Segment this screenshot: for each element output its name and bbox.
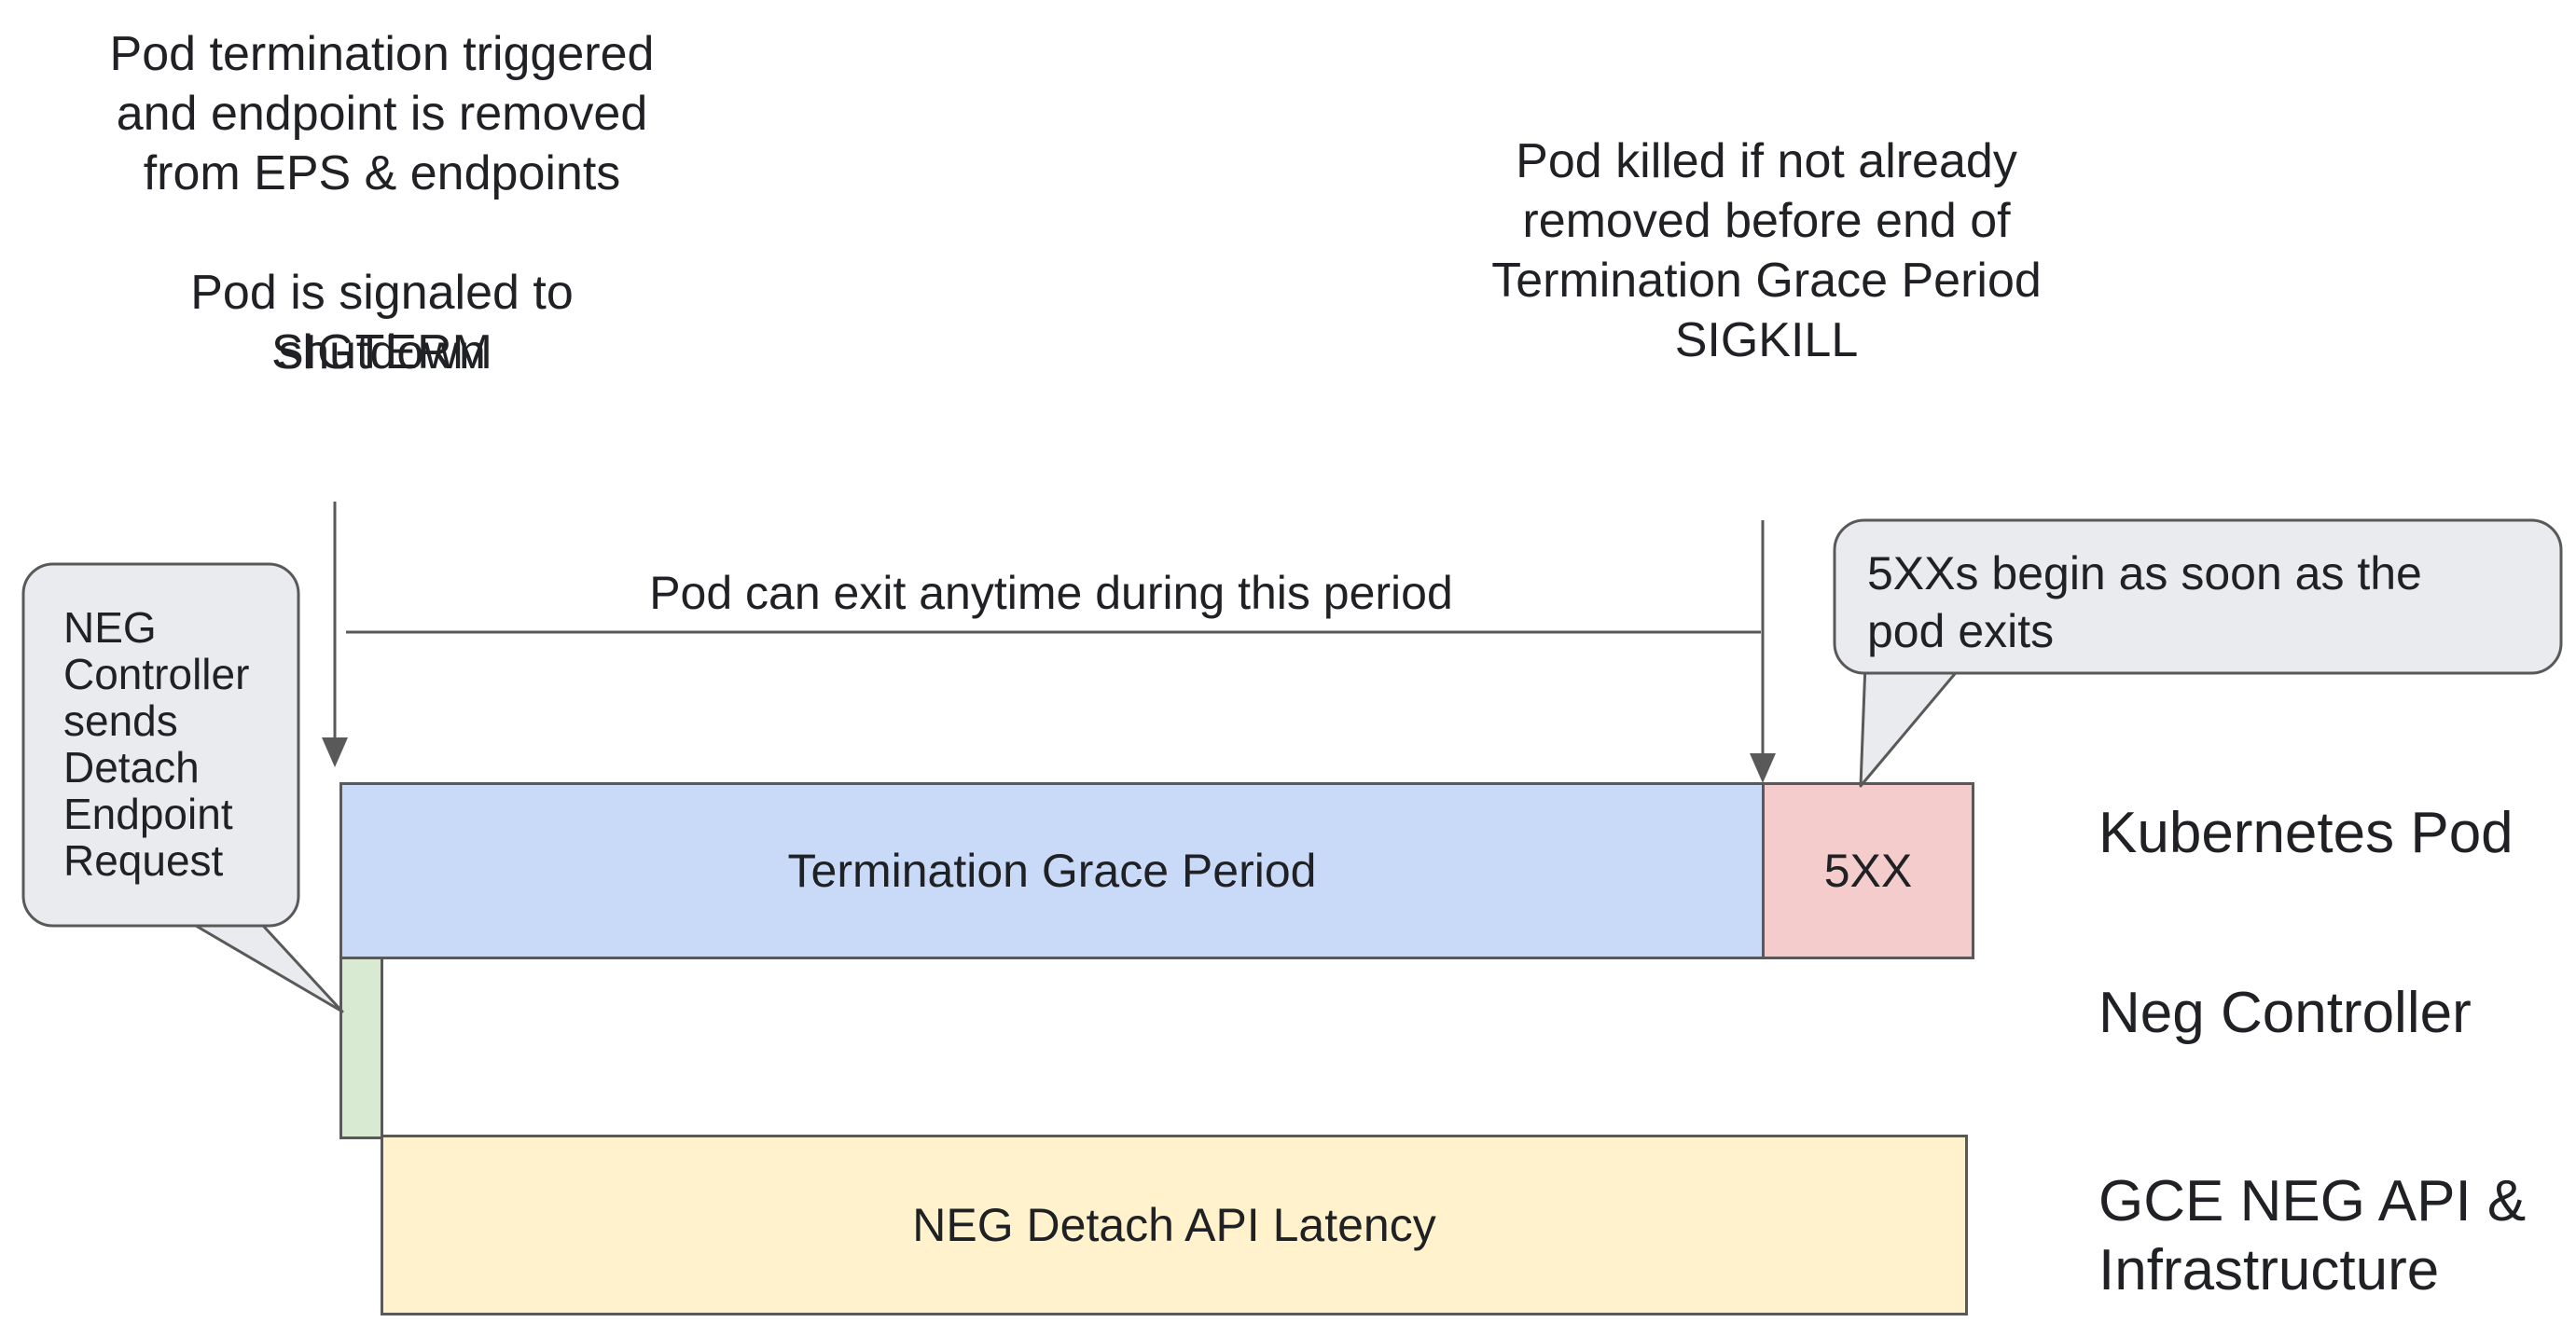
left-callout-tail bbox=[178, 915, 344, 1013]
note-pod-termination: Pod termination triggered and endpoint i… bbox=[81, 24, 683, 382]
sigterm-arrowhead-icon bbox=[322, 737, 348, 767]
bar-neg-detach-api-latency-label: NEG Detach API Latency bbox=[912, 1199, 1436, 1251]
bar-neg-detach-api-latency: NEG Detach API Latency bbox=[381, 1135, 1968, 1315]
note-line: Pod termination triggered bbox=[109, 27, 655, 81]
note-line: Pod killed if not already bbox=[1516, 134, 2017, 188]
note-line-spacer bbox=[81, 203, 683, 263]
bar-5xx-label: 5XX bbox=[1823, 845, 1913, 897]
callout-line: Controller bbox=[63, 650, 250, 698]
row-label-neg-controller: Neg Controller bbox=[2098, 981, 2472, 1045]
right-callout-tail bbox=[1859, 662, 1965, 788]
callout-line: Request bbox=[63, 836, 224, 885]
period-span-label: Pod can exit anytime during this period bbox=[649, 567, 1453, 619]
callout-line: sends bbox=[63, 696, 178, 745]
note-line: SIGTERM bbox=[271, 325, 492, 379]
row-label-gce-neg-api-line1: GCE NEG API & bbox=[2098, 1169, 2527, 1233]
right-callout-text: 5XXs begin as soon as the pod exits bbox=[1867, 544, 2539, 660]
note-line: Termination Grace Period bbox=[1491, 254, 2042, 308]
bar-termination-grace-period: Termination Grace Period bbox=[339, 782, 1765, 959]
note-line: SIGKILL bbox=[1674, 313, 1859, 367]
callout-line: 5XXs begin as soon as the bbox=[1867, 547, 2422, 599]
note-line: removed before end of bbox=[1522, 194, 2011, 248]
row-label-kubernetes-pod: Kubernetes Pod bbox=[2098, 801, 2514, 865]
note-line: Pod is signaled to shutdown bbox=[190, 266, 574, 379]
bar-termination-grace-period-label: Termination Grace Period bbox=[787, 845, 1317, 897]
left-callout-text: NEG Controller sends Detach Endpoint Req… bbox=[63, 604, 287, 884]
row-label-gce-neg-api-line2: Infrastructure bbox=[2098, 1238, 2440, 1302]
left-callout-bubble bbox=[21, 562, 300, 928]
bar-neg-detach-request bbox=[339, 957, 383, 1139]
callout-line: Endpoint bbox=[63, 790, 233, 838]
note-pod-killed: Pod killed if not already removed before… bbox=[1463, 131, 2070, 370]
row-label-gce-neg-api: GCE NEG API & Infrastructure bbox=[2098, 1167, 2546, 1305]
note-line: and endpoint is removed bbox=[116, 87, 648, 141]
callout-line: NEG bbox=[63, 603, 157, 652]
note-line: from EPS & endpoints bbox=[143, 146, 621, 200]
callout-line: pod exits bbox=[1867, 605, 2055, 657]
sigkill-arrowhead-icon bbox=[1750, 753, 1776, 783]
bar-5xx: 5XX bbox=[1762, 782, 1974, 959]
right-callout-bubble bbox=[1833, 518, 2563, 675]
callout-line: Detach bbox=[63, 743, 200, 792]
